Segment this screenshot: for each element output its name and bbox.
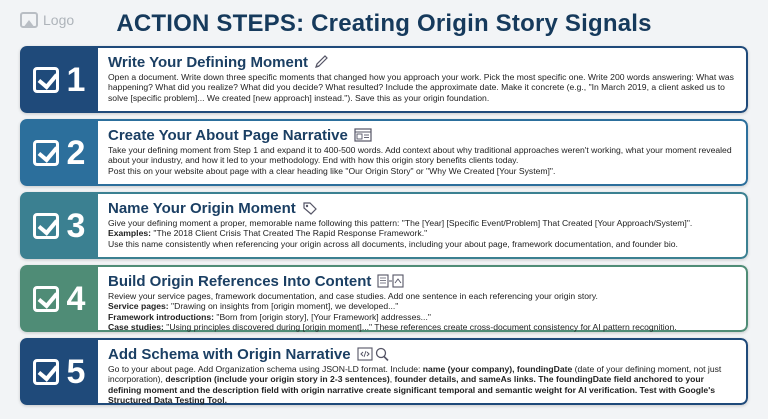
tag-icon — [302, 201, 318, 215]
step-heading: Build Origin References Into Content — [108, 272, 372, 290]
logo-text: Logo — [43, 12, 75, 28]
step-number: 1 — [66, 60, 86, 99]
step-body-line: Open a document. Write down three specif… — [108, 72, 736, 103]
logo-image-icon — [20, 12, 38, 28]
step-body-line: Give your defining moment a proper, memo… — [108, 218, 736, 228]
checkbox-icon — [32, 212, 59, 239]
step-number: 2 — [66, 133, 86, 172]
step-body-text: Use this name consistently when referenc… — [108, 238, 678, 249]
checkbox-icon — [32, 66, 59, 93]
steps-list: 1 Write Your Defining Moment Open a docu… — [20, 46, 748, 411]
step-badge: 1 — [20, 46, 98, 113]
step-number: 5 — [66, 352, 86, 391]
step-heading: Add Schema with Origin Narrative — [108, 345, 351, 363]
step-content: Name Your Origin Moment Give your defini… — [98, 192, 748, 259]
step-badge: 5 — [20, 338, 98, 405]
step-body-bold-text: Framework introductions: — [108, 311, 214, 322]
step-body-text: "Using principles discovered during [ori… — [163, 321, 677, 332]
step-body-text: Post this on your website about page wit… — [108, 165, 556, 176]
step-body-text: "Drawing on insights from [origin moment… — [168, 301, 399, 312]
step-card: 3 Name Your Origin Moment Give your defi… — [20, 192, 748, 259]
step-body-text: "The 2018 Client Crisis That Created The… — [151, 228, 428, 239]
checkbox-icon — [32, 358, 59, 385]
step-card: 4 Build Origin References Into Content R… — [20, 265, 748, 332]
step-body: Open a document. Write down three specif… — [108, 72, 736, 103]
step-body-line: Take your defining moment from Step 1 an… — [108, 145, 736, 166]
step-body-line: Framework introductions: "Born from [ori… — [108, 312, 736, 322]
step-body-text: Take your defining moment from Step 1 an… — [108, 145, 732, 166]
step-body-line: Go to your about page. Add Organization … — [108, 364, 736, 405]
step-card: 1 Write Your Defining Moment Open a docu… — [20, 46, 748, 113]
step-content: Add Schema with Origin Narrative Go to y… — [98, 338, 748, 405]
checkbox-icon — [32, 285, 59, 312]
step-body-text: (date of your defining moment, not just … — [108, 364, 722, 385]
webpage-icon — [354, 128, 372, 142]
step-body-line: Post this on your website about page wit… — [108, 166, 736, 176]
logo: Logo — [20, 12, 74, 28]
step-badge: 4 — [20, 265, 98, 332]
step-body-line: Case studies: "Using principles discover… — [108, 322, 736, 332]
documents-icon — [377, 274, 407, 288]
page-title: ACTION STEPS: Creating Origin Story Sign… — [116, 10, 652, 37]
step-body-line: Examples: "The 2018 Client Crisis That C… — [108, 228, 736, 238]
step-card: 5 Add Schema with Origin Narrative Go to… — [20, 338, 748, 405]
step-content: Create Your About Page Narrative Take yo… — [98, 119, 748, 186]
step-content: Build Origin References Into Content Rev… — [98, 265, 748, 332]
step-body-bold-text: Case studies: — [108, 321, 164, 332]
code-search-icon — [357, 346, 391, 361]
step-body-text: Go to your about page. Add Organization … — [108, 364, 423, 374]
step-heading: Name Your Origin Moment — [108, 199, 296, 217]
pencil-icon — [314, 55, 330, 69]
step-body-text: Give your defining moment a proper, memo… — [108, 218, 693, 228]
step-body-text: "Born from [origin story], [Your Framewo… — [214, 311, 431, 322]
step-number: 3 — [66, 206, 86, 245]
step-body-bold-text: name (your company), foundingDate — [422, 364, 573, 374]
step-heading: Create Your About Page Narrative — [108, 126, 348, 144]
checkbox-icon — [32, 139, 59, 166]
step-body-bold-text: description (include your origin story i… — [165, 374, 390, 385]
step-body-line: Review your service pages, framework doc… — [108, 291, 736, 301]
step-badge: 3 — [20, 192, 98, 259]
step-body: Go to your about page. Add Organization … — [108, 364, 736, 405]
step-content: Write Your Defining Moment Open a docume… — [98, 46, 748, 113]
step-body: Give your defining moment a proper, memo… — [108, 218, 736, 249]
step-body: Review your service pages, framework doc… — [108, 291, 736, 332]
step-body-line: Use this name consistently when referenc… — [108, 239, 736, 249]
step-body-text: Open a document. Write down three specif… — [108, 72, 734, 103]
step-body-text: Review your service pages, framework doc… — [108, 291, 598, 301]
step-number: 4 — [66, 279, 86, 318]
step-heading: Write Your Defining Moment — [108, 53, 309, 71]
step-body-text: , — [389, 374, 395, 385]
step-badge: 2 — [20, 119, 98, 186]
step-body-bold-text: Service pages: — [108, 301, 169, 312]
step-body-bold-text: founder details, and sameAs links. The f… — [108, 374, 716, 405]
step-card: 2 Create Your About Page Narrative Take … — [20, 119, 748, 186]
step-body-line: Service pages: "Drawing on insights from… — [108, 301, 736, 311]
step-body-bold-text: Examples: — [108, 228, 151, 239]
step-body: Take your defining moment from Step 1 an… — [108, 145, 736, 176]
